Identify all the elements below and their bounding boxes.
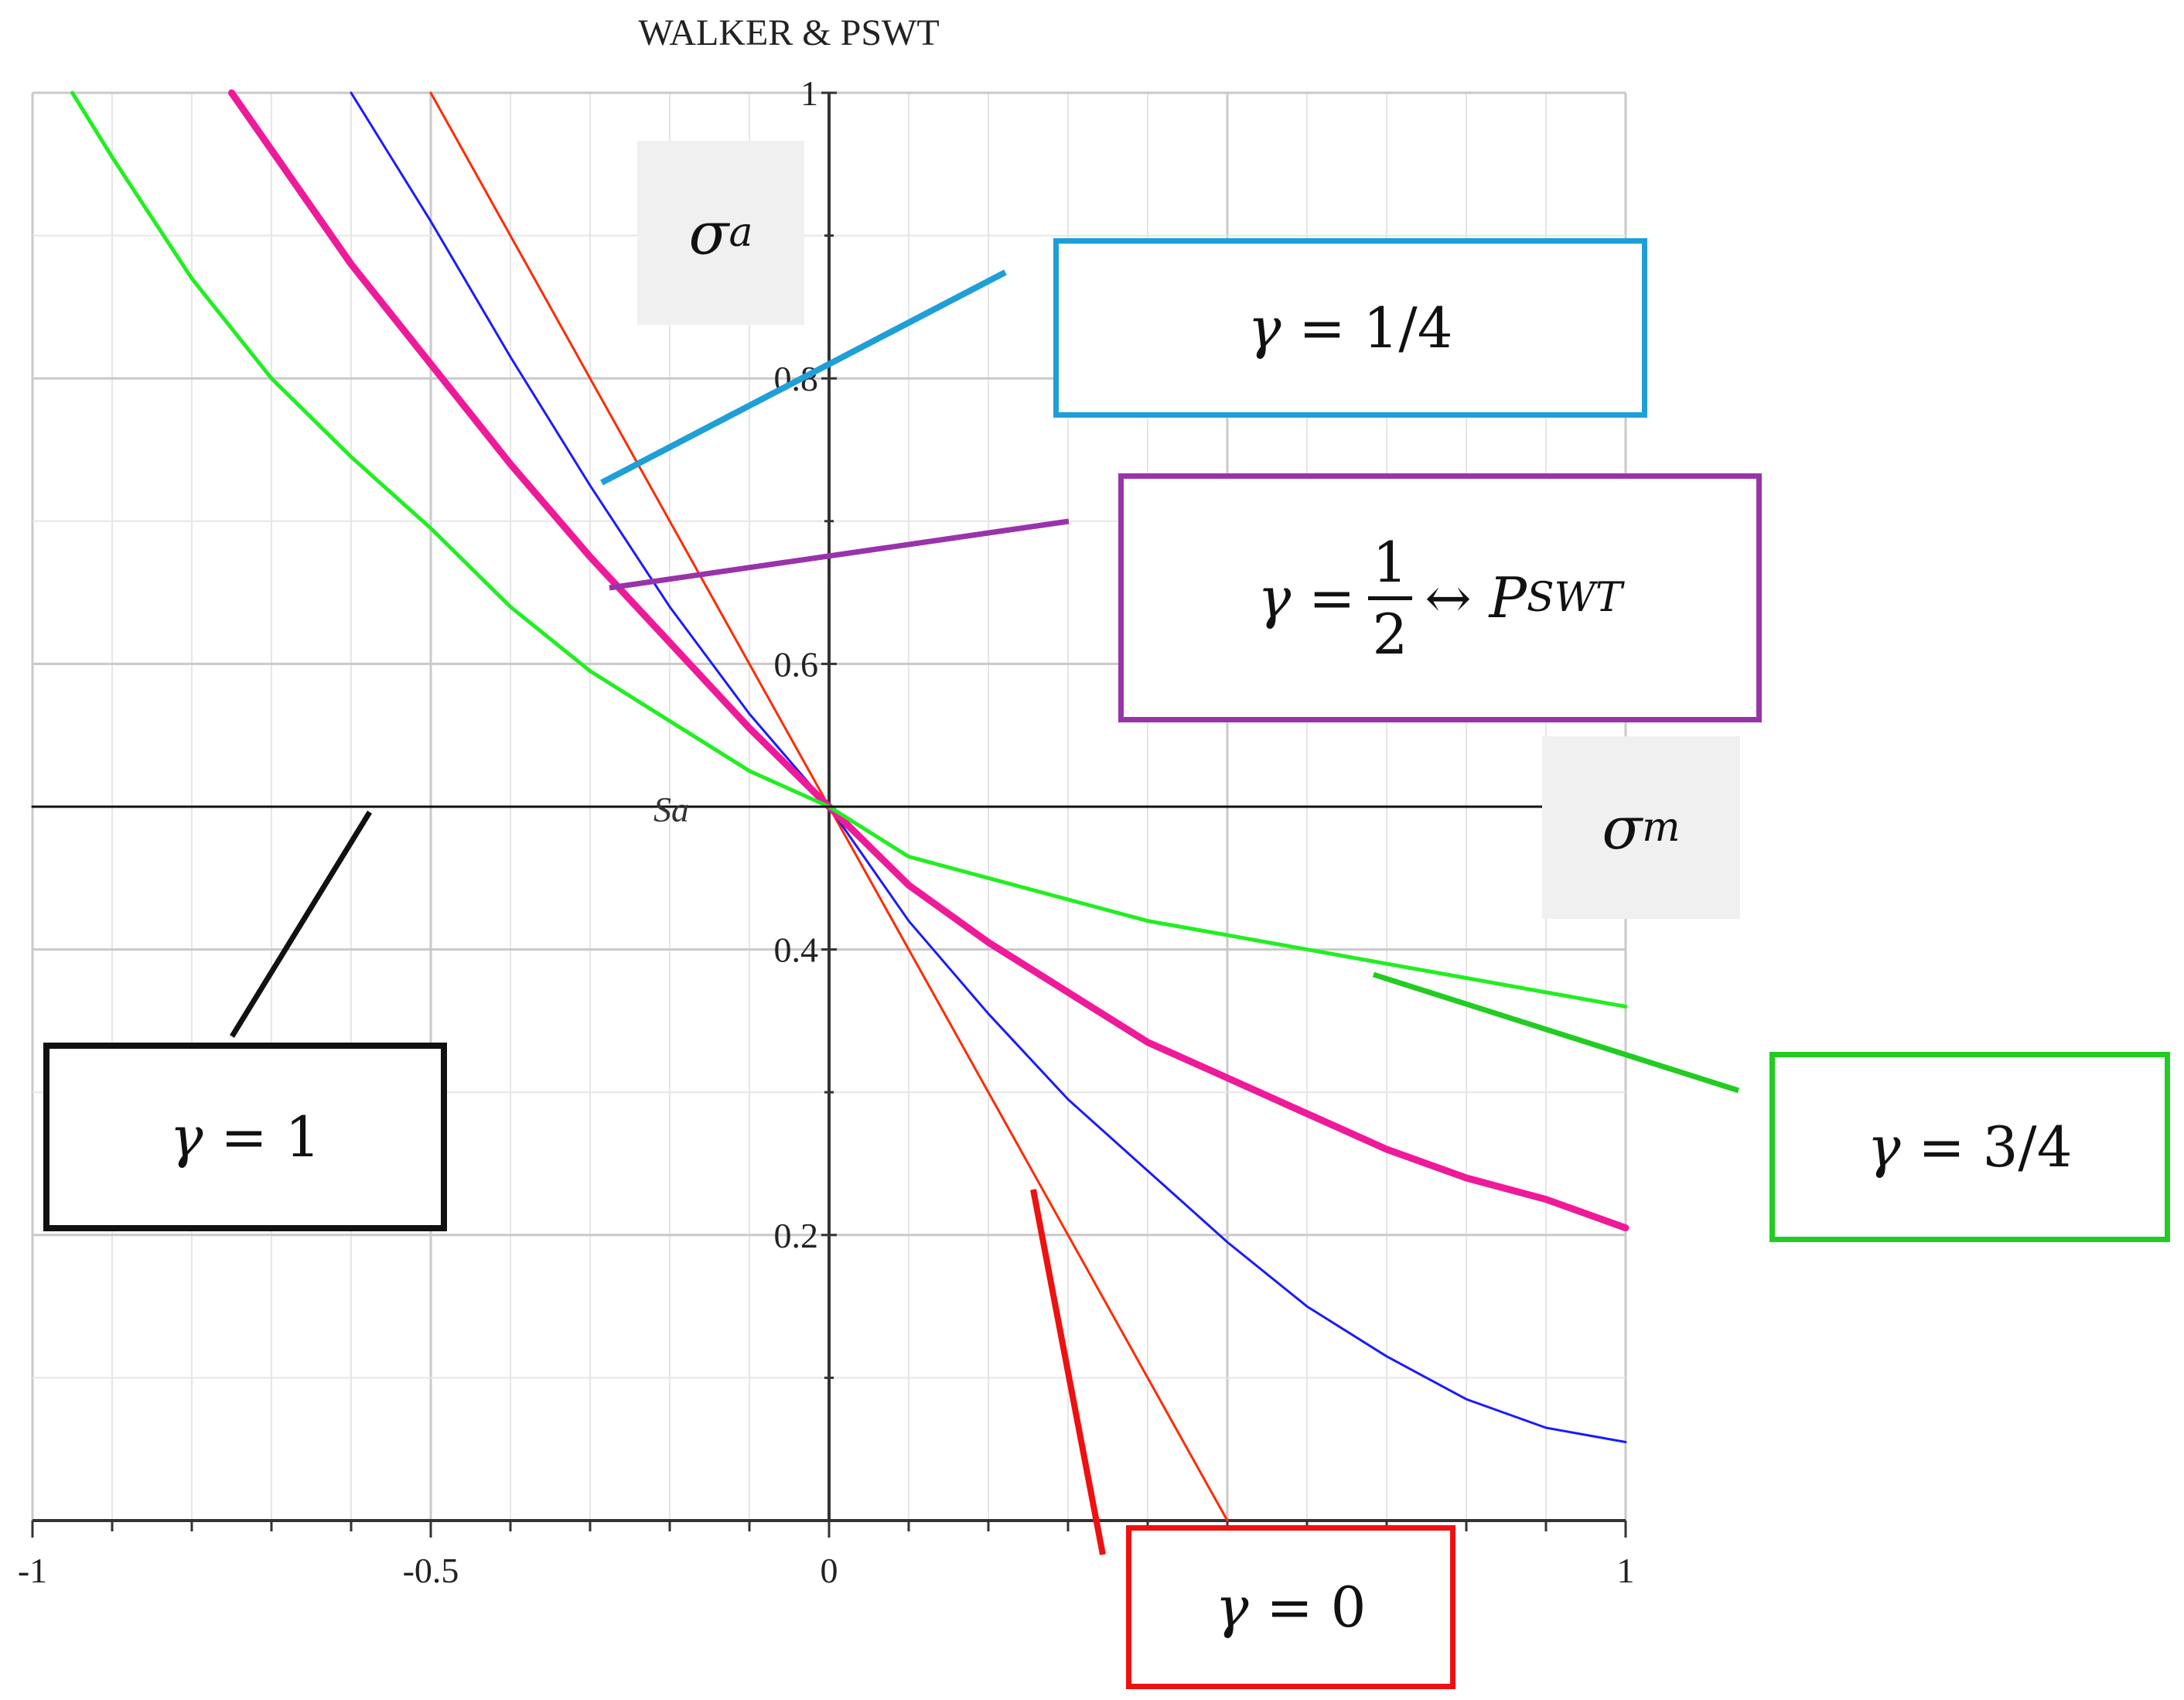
legend-gamma-half-fraction: 1 2	[1367, 534, 1413, 667]
series-lines	[31, 89, 1629, 1522]
x-axis-subscript: m	[1642, 804, 1681, 851]
x-tick-label: 0	[821, 1551, 838, 1590]
legend-gamma-quarter: γ = 1/4	[1053, 238, 1647, 418]
legend-gamma-half-prefix: γ =	[1258, 565, 1356, 630]
x-tick-label: -0.5	[403, 1551, 459, 1590]
y-axis-sigma: σ	[688, 198, 729, 268]
leader-gamma-half	[609, 518, 1070, 591]
y-tick-label: 0.4	[774, 930, 819, 970]
legend-gamma-one-prefix: γ =	[169, 1104, 268, 1169]
legend-gamma-three-quarter: γ = 3/4	[1769, 1052, 2170, 1242]
legend-gamma-half-arrow: ↔	[1425, 565, 1472, 630]
leader-gamma-three-quarter	[1372, 971, 1740, 1094]
y-tick-label: 0.2	[774, 1216, 819, 1255]
y-tick-label: 0.6	[774, 644, 819, 684]
y-axis-subscript: a	[729, 210, 753, 256]
legend-gamma-three-quarter-prefix: γ =	[1867, 1115, 1965, 1179]
y-tick-label: 1	[800, 73, 818, 113]
legend-gamma-zero-value: 0	[1330, 1575, 1367, 1640]
leader-gamma-one	[230, 811, 372, 1038]
legend-pswt-subscript: SWT	[1526, 575, 1623, 621]
x-tick-label: -1	[18, 1551, 47, 1590]
series-line-gamma-0_5	[228, 89, 1629, 1232]
leader-gamma-zero	[1030, 1189, 1106, 1555]
legend-gamma-zero: γ = 0	[1126, 1525, 1455, 1689]
legend-gamma-quarter-value: 1/4	[1363, 295, 1453, 360]
series-line-gamma-0_25	[350, 91, 1627, 1443]
legend-pswt-p: P	[1489, 565, 1527, 630]
sa-reference-label: Sa	[653, 790, 689, 829]
legend-leader-lines	[230, 269, 1740, 1555]
legend-gamma-one-value: 1	[285, 1104, 321, 1169]
fraction-numerator: 1	[1367, 534, 1413, 600]
x-axis-sigma: σ	[1602, 793, 1643, 862]
x-tick-label: 1	[1617, 1551, 1635, 1590]
legend-gamma-zero-prefix: γ =	[1215, 1575, 1313, 1640]
legend-gamma-quarter-prefix: γ =	[1247, 295, 1346, 360]
fraction-denominator: 2	[1372, 601, 1408, 667]
legend-gamma-one: γ = 1	[43, 1043, 447, 1231]
leader-gamma-quarter	[600, 269, 1007, 486]
chart-title: WALKER & PSWT	[638, 12, 939, 53]
legend-gamma-three-quarter-value: 3/4	[1982, 1115, 2073, 1179]
